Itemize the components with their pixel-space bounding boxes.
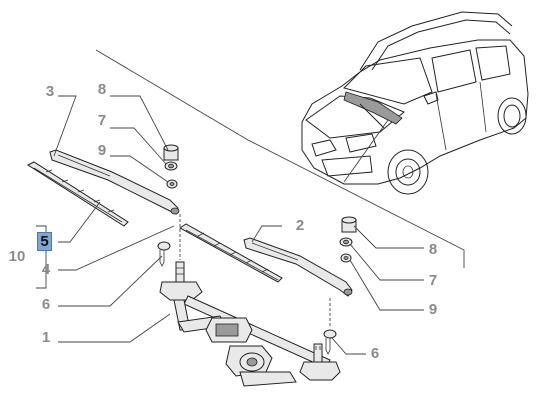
right-wiper-blade (179, 223, 283, 283)
screw-left (157, 241, 171, 267)
right-wiper-arm (243, 237, 353, 297)
car-illustration (301, 11, 529, 195)
cap-nut-set-right (339, 216, 357, 263)
callout-9-right: 9 (428, 301, 438, 318)
callout-3: 3 (45, 83, 55, 100)
callout-9-top: 9 (97, 142, 107, 159)
callout-10: 10 (8, 248, 26, 265)
callout-7-right: 7 (428, 272, 438, 289)
left-wiper-arm (49, 149, 180, 215)
screw-bottom (323, 329, 337, 355)
reference-line (95, 49, 465, 268)
callout-5-highlighted: 5 (37, 232, 52, 251)
callout-8-top: 8 (97, 81, 107, 98)
car-pointer-line (343, 119, 389, 183)
callout-6-bottom: 6 (370, 345, 380, 362)
callout-8-right: 8 (428, 241, 438, 258)
leader-lines (36, 95, 424, 355)
left-wiper-blade (26, 161, 129, 227)
cap-nut-set-top (163, 144, 179, 189)
callout-4: 4 (41, 261, 51, 278)
wiper-linkage-motor (159, 261, 341, 387)
callout-7-top: 7 (97, 112, 107, 129)
callout-2: 2 (295, 217, 305, 234)
callout-6-left: 6 (41, 296, 51, 313)
callout-1: 1 (41, 329, 51, 346)
